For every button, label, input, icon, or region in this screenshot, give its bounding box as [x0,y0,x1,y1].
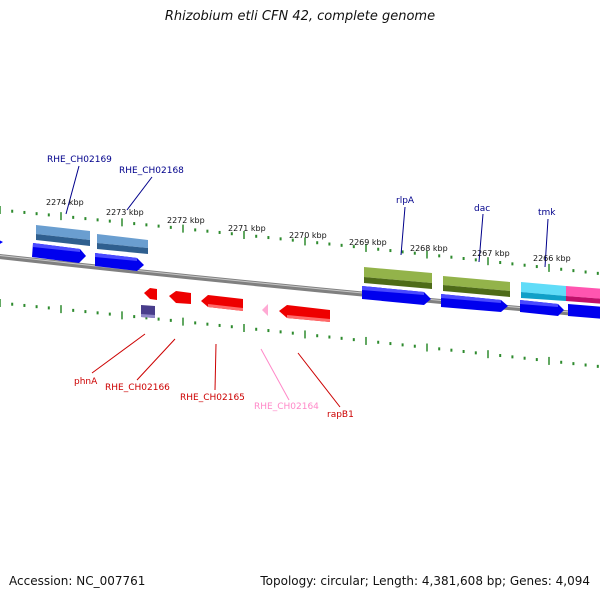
scale-label: 2270 kbp [289,231,327,240]
scale-label: 2268 kbp [410,244,448,253]
map-title: Rhizobium etli CFN 42, complete genome [164,9,436,24]
cog-bar-2[interactable] [97,234,148,254]
gene-label-RHE_CH02166[interactable]: RHE_CH02166 [105,383,170,393]
gene-arrow-fwd[interactable] [568,304,600,319]
scale-labels: 2274 kbp 2273 kbp 2272 kbp 2271 kbp 2270… [46,198,571,263]
scale-track-lower [0,299,599,368]
gene-label-tmk[interactable]: tmk [538,208,556,218]
forward-gene-labels: RHE_CH02169 RHE_CH02168 rlpA dac tmk [47,155,556,218]
label-leaders [65,165,549,408]
scale-label: 2272 kbp [167,216,205,225]
accession-text: Accession: NC_007761 [9,574,146,588]
gene-arrow-fwd[interactable] [520,300,564,316]
genome-backbone-highlight [0,255,600,316]
scale-label: 2274 kbp [46,198,84,207]
gene-label-RHE_CH02168[interactable]: RHE_CH02168 [119,166,184,176]
gene-arrow-fwd[interactable] [362,286,431,305]
gene-arrow-rev[interactable] [144,288,157,300]
gene-label-rlpA[interactable]: rlpA [396,196,415,206]
gene-label-RHE_CH02165[interactable]: RHE_CH02165 [180,393,245,403]
gene-arrow-fwd[interactable] [95,253,144,271]
gene-arrow-rev[interactable] [169,291,191,304]
gene-label-rapB1[interactable]: rapB1 [327,410,354,420]
gene-label-phnA[interactable]: phnA [74,377,98,387]
scale-label: 2273 kbp [106,208,144,217]
scale-label: 2267 kbp [472,249,510,258]
gene-arrow-rev[interactable] [201,295,243,311]
gene-arrow-fwd[interactable] [32,243,86,263]
reverse-gene-track [141,288,330,322]
cog-bar-rev[interactable] [141,305,155,318]
gene-arrow-fwd[interactable] [441,294,508,312]
scale-label: 2269 kbp [349,238,387,247]
scale-track-upper [0,206,599,275]
cog-bar-1[interactable] [36,225,90,246]
gene-label-dac[interactable]: dac [474,204,490,214]
cog-bar-tmk-b[interactable] [566,286,600,304]
gene-arrow-pseudo[interactable] [262,304,268,316]
cog-bar-dac[interactable] [443,276,510,297]
gene-arrow-fwd[interactable] [0,238,3,247]
gene-arrow-rev[interactable] [279,305,330,322]
gene-label-RHE_CH02169[interactable]: RHE_CH02169 [47,155,112,165]
cog-bar-rlpA[interactable] [364,267,432,289]
scale-label: 2266 kbp [533,254,571,263]
forward-cog-track [36,225,600,304]
cog-bar-tmk-a[interactable] [521,282,566,301]
forward-gene-track [0,238,600,319]
genome-summary-text: Topology: circular; Length: 4,381,608 bp… [260,574,590,588]
scale-label: 2271 kbp [228,224,266,233]
reverse-gene-labels: phnA RHE_CH02166 RHE_CH02165 RHE_CH02164… [74,377,354,420]
genome-backbone [0,254,600,319]
gene-label-RHE_CH02164[interactable]: RHE_CH02164 [254,402,319,412]
